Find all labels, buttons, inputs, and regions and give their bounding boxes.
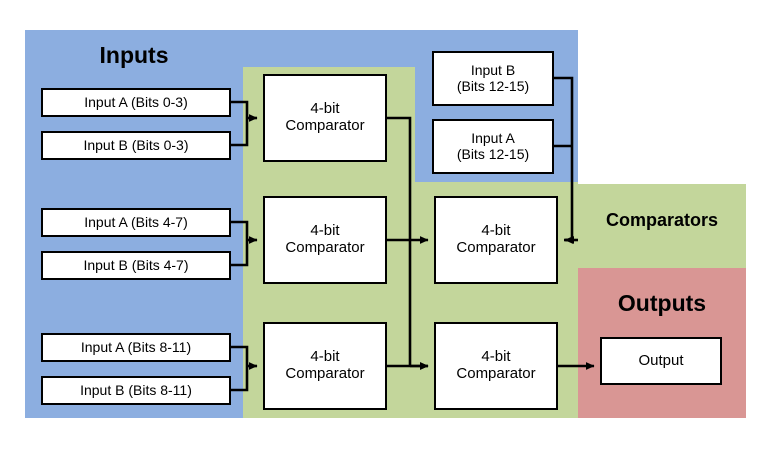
comparator-box-stage2-bot[interactable]: 4-bit Comparator <box>434 322 558 410</box>
zone-label-comparators: Comparators <box>605 210 719 230</box>
zone-label-inputs: Inputs <box>99 42 169 68</box>
input-box-a-bits-0-3[interactable]: Input A (Bits 0-3) <box>41 88 231 117</box>
input-box-b-bits-0-3-label: Input B (Bits 0-3) <box>83 136 189 153</box>
input-box-a-bits-8-11-label: Input A (Bits 8-11) <box>80 338 192 355</box>
input-box-b-bits-8-11[interactable]: Input B (Bits 8-11) <box>41 376 231 405</box>
output-box-label: Output <box>638 351 684 369</box>
comparator-box-bits-4-7-line2: Comparator <box>285 239 365 256</box>
input-box-b-bits-0-3[interactable]: Input B (Bits 0-3) <box>41 131 231 160</box>
input-box-a-bits-12-15-line1: Input A <box>471 129 515 146</box>
comparator-box-stage2-mid-line2: Comparator <box>456 239 536 256</box>
comparator-box-stage2-bot-line1: 4-bit <box>481 348 511 366</box>
input-box-a-bits-12-15[interactable]: Input A (Bits 12-15) <box>432 119 554 174</box>
input-box-b-bits-8-11-label: Input B (Bits 8-11) <box>80 381 192 398</box>
output-box[interactable]: Output <box>600 337 722 385</box>
input-box-a-bits-8-11[interactable]: Input A (Bits 8-11) <box>41 333 231 362</box>
input-box-a-bits-12-15-line2: (Bits 12-15) <box>456 145 530 162</box>
input-box-b-bits-4-7[interactable]: Input B (Bits 4-7) <box>41 251 231 280</box>
comparator-box-bits-4-7-line1: 4-bit <box>310 222 340 240</box>
zone-label-outputs: Outputs <box>617 290 707 316</box>
comparator-box-stage2-mid-line1: 4-bit <box>481 222 511 240</box>
comparator-box-stage2-mid[interactable]: 4-bit Comparator <box>434 196 558 284</box>
comparator-box-bits-8-11-line1: 4-bit <box>310 348 340 366</box>
input-box-a-bits-4-7[interactable]: Input A (Bits 4-7) <box>41 208 231 237</box>
input-box-b-bits-12-15-line2: (Bits 12-15) <box>456 77 530 94</box>
comparator-box-bits-8-11[interactable]: 4-bit Comparator <box>263 322 387 410</box>
comparator-box-bits-4-7[interactable]: 4-bit Comparator <box>263 196 387 284</box>
input-box-b-bits-4-7-label: Input B (Bits 4-7) <box>83 256 189 273</box>
comparator-box-bits-8-11-line2: Comparator <box>285 365 365 382</box>
zone-inputs-top <box>243 30 415 67</box>
input-box-b-bits-12-15-line1: Input B <box>470 61 516 78</box>
comparator-box-bits-0-3-line2: Comparator <box>285 117 365 134</box>
input-box-a-bits-0-3-label: Input A (Bits 0-3) <box>84 93 188 110</box>
zone-comparators-panel <box>578 184 746 268</box>
comparator-box-bits-0-3[interactable]: 4-bit Comparator <box>263 74 387 162</box>
comparator-box-bits-0-3-line1: 4-bit <box>310 100 340 118</box>
input-box-b-bits-12-15[interactable]: Input B (Bits 12-15) <box>432 51 554 106</box>
comparator-box-stage2-bot-line2: Comparator <box>456 365 536 382</box>
input-box-a-bits-4-7-label: Input A (Bits 4-7) <box>84 213 188 230</box>
